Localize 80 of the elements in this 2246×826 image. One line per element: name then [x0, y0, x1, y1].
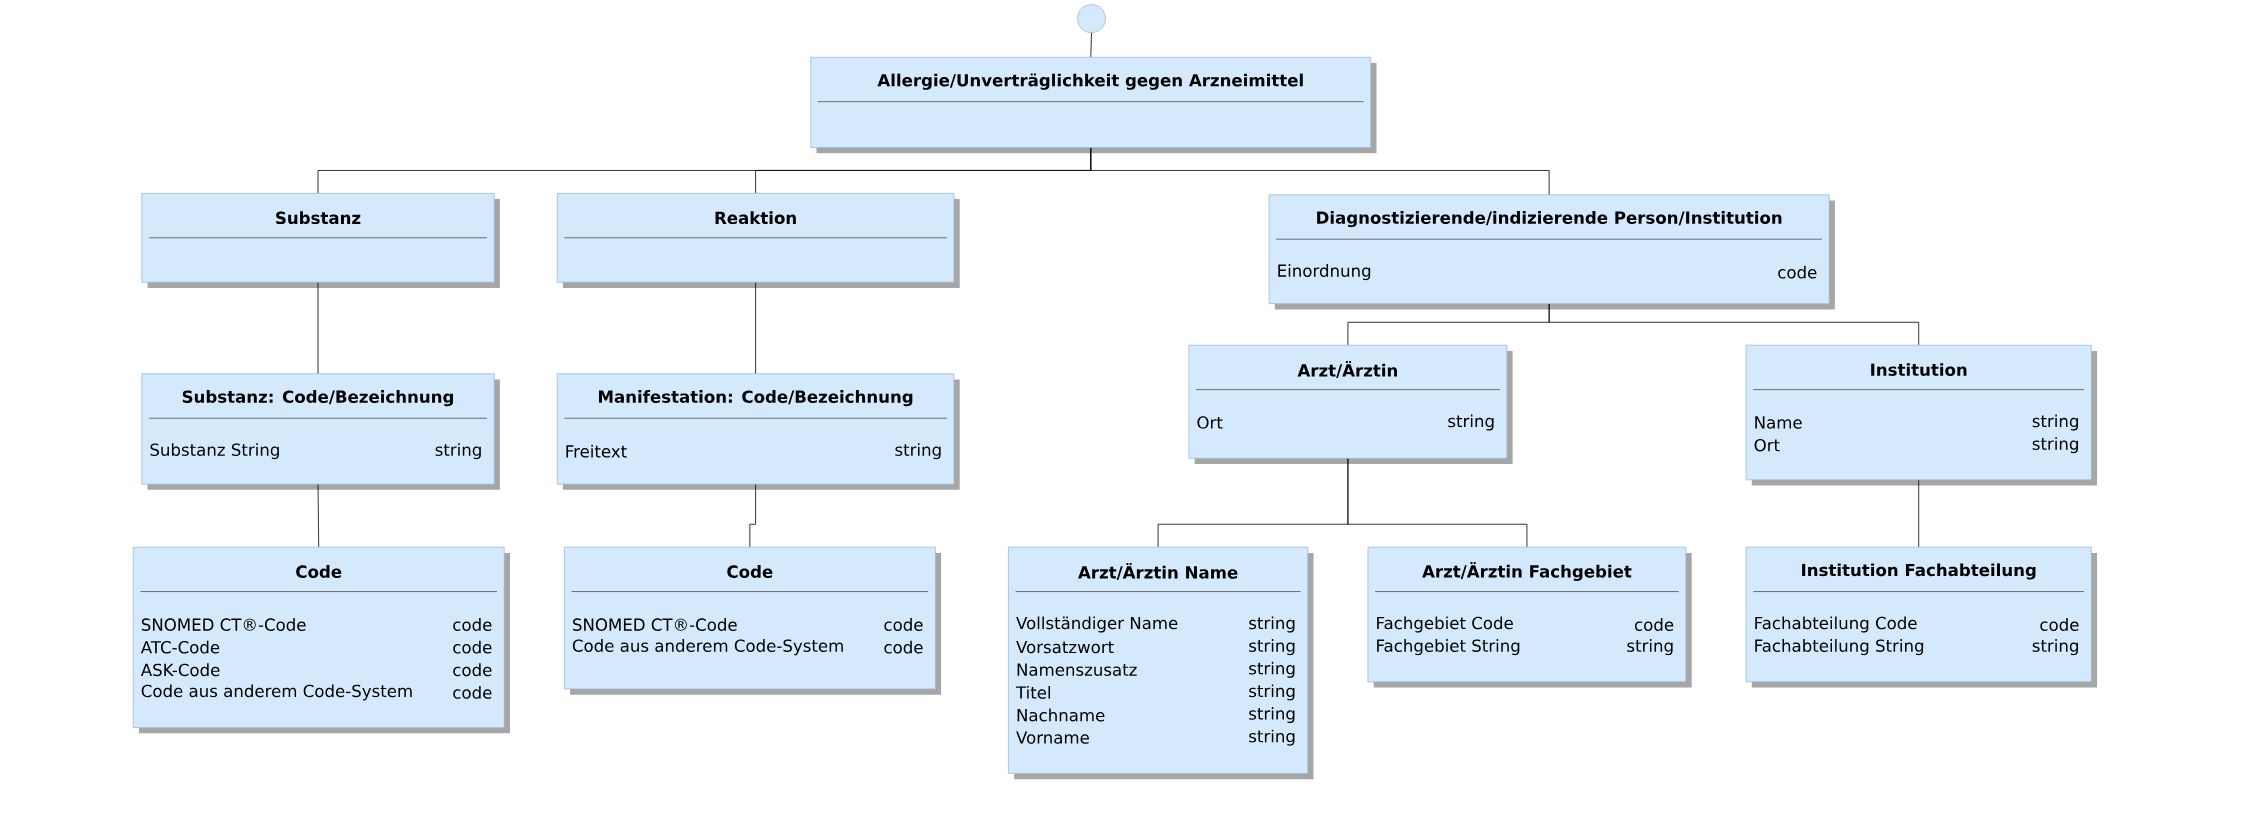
class-box	[1008, 546, 1314, 779]
class-box	[1188, 344, 1513, 464]
class-box	[564, 546, 942, 695]
attribute-name: Substanz String	[150, 442, 279, 459]
attribute-name: SNOMED CT®-Code	[141, 617, 306, 631]
attribute-name: ASK-Code	[140, 663, 220, 676]
attribute-type: string	[2032, 638, 2078, 655]
class-name: Diagnostizierende/indizierende Person/Institution	[1317, 210, 1782, 227]
attribute-name: ATC-Code	[140, 640, 220, 654]
class-name: Allergie/Unverträglichkeit gegen Arzneimittel	[877, 73, 1303, 90]
class-box	[1745, 344, 2098, 486]
class-name: Substanz	[276, 211, 361, 224]
attribute-type: code	[884, 617, 923, 631]
attribute-name: Freitext	[566, 444, 627, 458]
attribute-type: code	[884, 640, 923, 654]
class-name: Institution	[1871, 362, 1967, 376]
attribute-name: Code aus anderem Code-System	[572, 638, 843, 655]
attribute-type: code	[1634, 617, 1674, 631]
attribute-name: Fachgebiet Code	[1377, 616, 1513, 633]
connector-line	[755, 281, 756, 374]
class-name: Institution Fachabteilung	[1802, 563, 2036, 580]
class-box	[1367, 546, 1692, 688]
attribute-name: Vorname	[1016, 731, 1089, 744]
attribute-type: string	[435, 442, 481, 459]
attribute-name: Name	[1755, 416, 1802, 429]
attribute-type: string	[1249, 706, 1295, 723]
attribute-name: Nachname	[1017, 708, 1105, 722]
connector-line	[317, 281, 319, 374]
class-box	[1745, 546, 2098, 688]
connector-line	[317, 483, 320, 547]
class-name: Arzt/Ärztin	[1297, 360, 1397, 378]
attribute-name: Fachgebiet String	[1377, 638, 1520, 655]
attribute-type: string	[2032, 414, 2078, 431]
connector-line	[1918, 479, 1920, 547]
class-name: Code	[296, 564, 342, 578]
class-name: Reaktion	[715, 211, 796, 224]
attribute-type: code	[453, 685, 492, 699]
attribute-type: string	[1249, 684, 1295, 701]
attribute-name: SNOMED CT®-Code	[573, 617, 737, 631]
attribute-name: Ort	[1754, 438, 1780, 452]
attribute-name: Vollständiger Name	[1016, 616, 1178, 633]
attribute-type: string	[1249, 638, 1295, 655]
class-box	[1268, 194, 1835, 310]
connector-line	[1090, 147, 1550, 195]
attribute-type: string	[895, 442, 941, 459]
attribute-name: Fachabteilung String	[1755, 638, 1924, 655]
attribute-type: code	[453, 640, 492, 654]
class-name: Manifestation: Code/Bezeichnung	[599, 389, 913, 407]
class-box	[141, 373, 500, 490]
attribute-type: code	[1778, 265, 1817, 279]
attribute-name: Einordnung	[1278, 263, 1371, 280]
attribute-name: Titel	[1015, 685, 1050, 699]
connector-line	[1090, 32, 1092, 58]
attribute-type: string	[2032, 436, 2078, 453]
attribute-name: Namenszusatz	[1017, 663, 1137, 676]
attribute-type: string	[1249, 616, 1295, 633]
attribute-name: Ort	[1197, 416, 1223, 429]
class-box	[556, 192, 960, 288]
class-box	[556, 373, 960, 490]
attribute-type: string	[1627, 638, 1673, 655]
class-box	[141, 192, 500, 288]
attribute-type: string	[1249, 661, 1295, 678]
class-name: Arzt/Ärztin Name	[1078, 562, 1238, 580]
attribute-name: Vorsatzwort	[1016, 640, 1114, 654]
connector-line	[1347, 458, 1528, 547]
connector-line	[1548, 303, 1920, 345]
attribute-name: Code aus anderem Code-System	[141, 684, 412, 701]
attribute-type: string	[1448, 414, 1494, 431]
class-box	[132, 546, 510, 734]
class-box	[810, 56, 1377, 153]
attribute-type: code	[453, 663, 492, 676]
attribute-type: code	[2040, 617, 2079, 631]
start-circle	[1077, 4, 1106, 33]
attribute-type: code	[453, 617, 492, 631]
class-name: Arzt/Ärztin Fachgebiet	[1422, 561, 1632, 581]
attribute-name: Fachabteilung Code	[1755, 616, 1917, 633]
attribute-type: string	[1249, 729, 1295, 746]
class-name: Code	[727, 564, 773, 578]
class-name: Substanz: Code/Bezeichnung	[182, 389, 453, 407]
connector-line	[749, 483, 756, 547]
